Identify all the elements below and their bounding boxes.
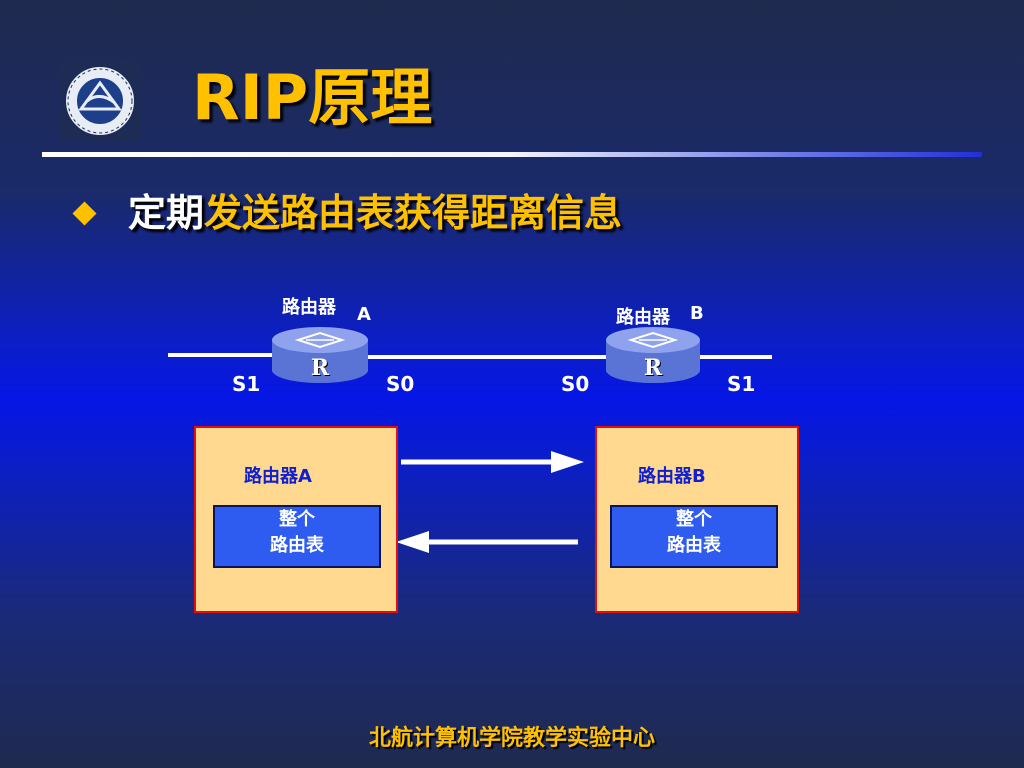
page-title: RIP原理 xyxy=(192,61,433,134)
bullet-text-part1: 定期 xyxy=(128,191,205,235)
router-b-table-line2: 路由表 xyxy=(667,535,721,556)
arrow-b-to-a xyxy=(396,531,578,553)
router-b-name: 路由器 xyxy=(616,307,670,328)
router-b-table-line1: 整个 xyxy=(676,509,712,530)
router-a-icon xyxy=(272,327,368,383)
router-b-iface-s1: S1 xyxy=(727,372,756,396)
router-b-icon xyxy=(606,327,700,383)
bullet-text-part2: 发送路由表获得距离信息 xyxy=(204,191,623,235)
footer-text: 北航计算机学院教学实验中心 xyxy=(368,726,655,751)
router-a-iface-s0: S0 xyxy=(386,372,415,396)
router-a-name: 路由器 xyxy=(282,297,336,318)
router-a-box: 路由器A 整个 路由表 xyxy=(194,426,398,613)
university-logo xyxy=(59,61,141,141)
router-a-icon-label: R xyxy=(310,355,330,381)
router-b-letter: B xyxy=(690,303,704,324)
arrow-a-to-b xyxy=(401,451,584,473)
router-a-iface-s1: S1 xyxy=(232,372,261,396)
router-b-routing-table: 整个 路由表 xyxy=(610,505,778,568)
router-a-routing-table: 整个 路由表 xyxy=(213,505,381,568)
router-a-box-label: 路由器A xyxy=(244,466,312,487)
router-b-box: 路由器B 整个 路由表 xyxy=(595,426,799,613)
router-a-letter: A xyxy=(357,304,371,325)
router-b-iface-s0: S0 xyxy=(561,372,590,396)
router-a-table-line1: 整个 xyxy=(279,509,315,530)
router-b-icon-label: R xyxy=(643,355,663,381)
router-b-box-label: 路由器B xyxy=(638,466,706,487)
title-underline xyxy=(42,152,982,157)
bullet-text: 定期发送路由表获得距离信息 xyxy=(128,188,622,238)
router-a-table-line2: 路由表 xyxy=(270,535,324,556)
